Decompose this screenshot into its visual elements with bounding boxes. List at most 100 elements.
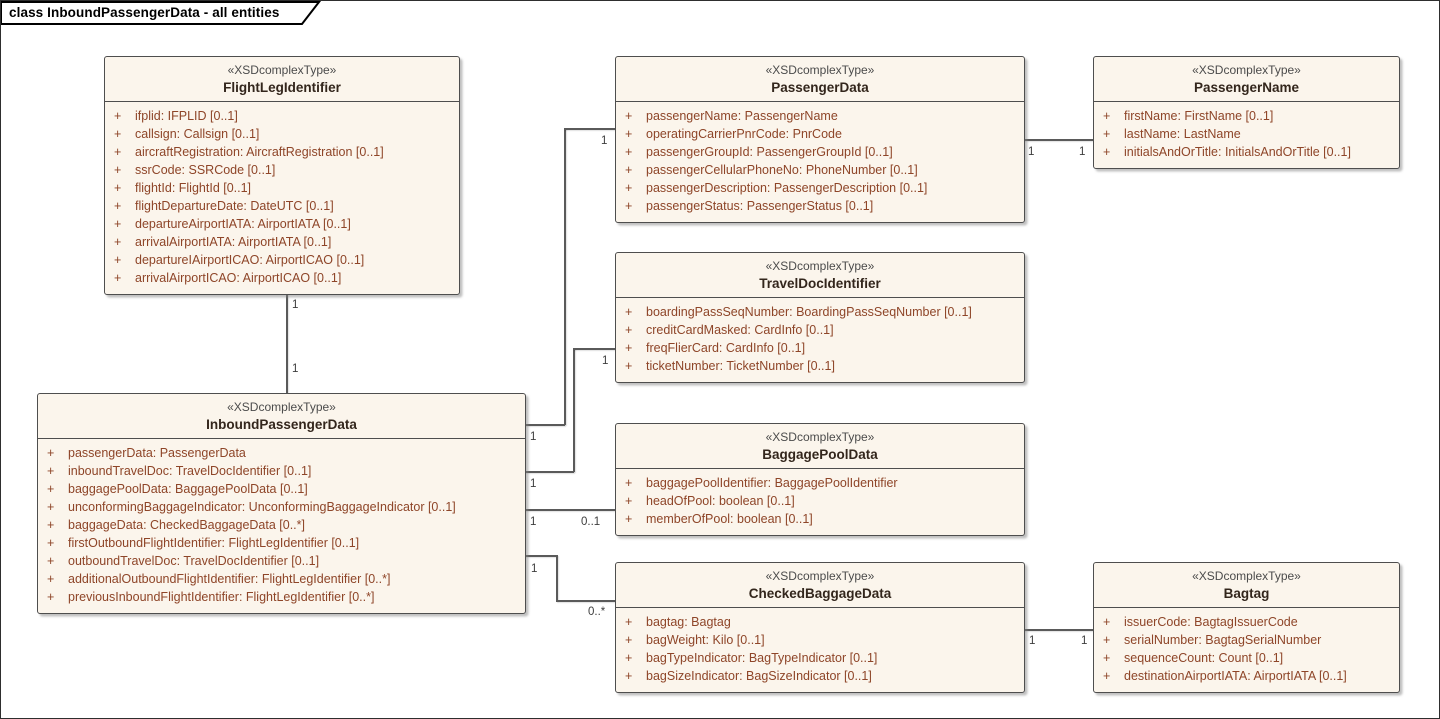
class-name: PassengerData (771, 80, 869, 95)
class-header: «XSDcomplexType» PassengerName (1094, 57, 1399, 102)
attribute-signature: ssrCode: SSRCode [0..1] (135, 163, 276, 177)
visibility-marker: + (114, 253, 122, 267)
attribute-row: + freqFlierCard: CardInfo [0..1] (625, 339, 1018, 357)
visibility-marker: + (1103, 651, 1111, 665)
multiplicity-label: 1 (601, 135, 608, 147)
visibility-marker: + (625, 651, 633, 665)
attribute-signature: issuerCode: BagtagIssuerCode (1124, 615, 1298, 629)
multiplicity-label: 1 (530, 516, 537, 528)
attribute-list: +firstName: FirstName [0..1]+lastName: L… (1094, 102, 1399, 168)
visibility-marker: + (47, 446, 55, 460)
connector-inbound-traveldoc[interactable] (524, 471, 574, 473)
attribute-signature: ticketNumber: TicketNumber [0..1] (646, 359, 835, 373)
attribute-signature: baggagePoolData: BaggagePoolData [0..1] (68, 482, 308, 496)
visibility-marker: + (47, 590, 55, 604)
attribute-signature: freqFlierCard: CardInfo [0..1] (646, 341, 806, 355)
attribute-list: + baggagePoolIdentifier: BaggagePoolIdent… (616, 469, 1024, 535)
visibility-marker: + (114, 145, 122, 159)
attribute-list: +ifplid: IFPLID [0..1]+callsign: Callsig… (105, 102, 459, 294)
attribute-list: +bagtag: Bagtag+bagWeight: Kilo [0..1]+b… (616, 608, 1024, 692)
connector-inbound-baggagepool[interactable] (524, 509, 617, 511)
visibility-marker: + (625, 127, 633, 141)
attribute-row: +ssrCode: SSRCode [0..1] (114, 161, 453, 179)
connector-inbound-traveldoc[interactable] (573, 348, 575, 472)
attribute-row: +firstOutboundFlightIdentifier: FlightLe… (47, 534, 519, 552)
visibility-marker: + (625, 145, 633, 159)
class-box-passengerdata[interactable]: «XSDcomplexType» PassengerData +passenge… (615, 56, 1025, 223)
attribute-signature: initialsAndOrTitle: InitialsAndOrTitle [… (1124, 145, 1351, 159)
attribute-signature: lastName: LastName (1124, 127, 1241, 141)
attribute-row: +destinationAirportIATA: AirportIATA [0.… (1103, 667, 1393, 685)
attribute-row: +firstName: FirstName [0..1] (1103, 107, 1393, 125)
attribute-row: + flightDepartureDate: DateUTC [0..1] (114, 197, 453, 215)
attribute-signature: flightDepartureDate: DateUTC [0..1] (135, 199, 334, 213)
attribute-row: + headOfPool: boolean [0..1] (625, 492, 1018, 510)
visibility-marker: + (47, 554, 55, 568)
multiplicity-label: 1 (1079, 146, 1086, 158)
attribute-signature: bagWeight: Kilo [0..1] (646, 633, 765, 647)
attribute-signature: headOfPool: boolean [0..1] (646, 494, 795, 508)
attribute-signature: unconformingBaggageIndicator: Unconformi… (68, 500, 456, 514)
visibility-marker: + (625, 323, 633, 337)
attribute-row: +baggageData: CheckedBaggageData [0..*] (47, 516, 519, 534)
class-header: «XSDcomplexType» CheckedBaggageData (616, 563, 1024, 608)
class-box-baggagepooldata[interactable]: «XSDcomplexType» BaggagePoolData +baggag… (615, 423, 1025, 536)
attribute-row: +callsign: Callsign [0..1] (114, 125, 453, 143)
connector-inbound-checkedbaggage[interactable] (556, 600, 617, 602)
visibility-marker: + (47, 464, 55, 478)
connector-inbound-checkedbaggage[interactable] (524, 555, 557, 557)
multiplicity-label: 1 (1029, 635, 1036, 647)
connector-inbound-traveldoc[interactable] (573, 348, 617, 350)
connector-inbound-passengerdata[interactable] (564, 128, 617, 130)
connector-inbound-passengerdata[interactable] (524, 424, 565, 426)
diagram-title: class InboundPassengerData - all entitie… (9, 5, 280, 20)
class-box-flightlegidentifier[interactable]: «XSDcomplexType» FlightLegIdentifier +if… (104, 56, 460, 295)
attribute-signature: passengerStatus: PassengerStatus [0..1] (646, 199, 874, 213)
attribute-signature: serialNumber: BagtagSerialNumber (1124, 633, 1322, 647)
visibility-marker: + (625, 305, 633, 319)
attribute-signature: previousInboundFlightIdentifier: FlightL… (68, 590, 375, 604)
class-box-inboundpassengerdata[interactable]: «XSDcomplexType» InboundPassengerData +p… (37, 393, 526, 614)
multiplicity-label: 1 (531, 563, 538, 575)
class-box-bagtag[interactable]: «XSDcomplexType» Bagtag +issuerCode: Bag… (1093, 562, 1400, 693)
multiplicity-label: 1 (530, 478, 537, 490)
connector-passengerdata-passengername[interactable] (1023, 139, 1093, 141)
class-box-traveldocidentifier[interactable]: «XSDcomplexType» TravelDocIdentifier +bo… (615, 252, 1025, 383)
attribute-signature: sequenceCount: Count [0..1] (1124, 651, 1284, 665)
visibility-marker: + (625, 512, 633, 526)
attribute-list: +passengerData: PassengerData+inboundTra… (38, 439, 525, 613)
visibility-marker: + (625, 109, 633, 123)
visibility-marker: + (625, 669, 633, 683)
attribute-signature: flightId: FlightId [0..1] (135, 181, 252, 195)
stereotype-label: «XSDcomplexType» (765, 63, 875, 77)
attribute-row: +issuerCode: BagtagIssuerCode (1103, 613, 1393, 631)
visibility-marker: + (625, 476, 633, 490)
connector-checkedbaggage-bagtag[interactable] (1023, 629, 1093, 631)
connector-flightleg-inbound[interactable] (286, 287, 288, 395)
visibility-marker: + (114, 199, 122, 213)
visibility-marker: + (114, 271, 122, 285)
visibility-marker: + (625, 341, 633, 355)
stereotype-label: «XSDcomplexType» (227, 63, 337, 77)
multiplicity-label: 1 (1081, 635, 1088, 647)
multiplicity-label: 1 (1028, 146, 1035, 158)
attribute-list: +passengerName: PassengerName+operatingC… (616, 102, 1024, 222)
visibility-marker: + (114, 127, 122, 141)
visibility-marker: + (625, 494, 633, 508)
connector-inbound-checkedbaggage[interactable] (556, 555, 558, 601)
attribute-row: + creditCardMasked: CardInfo [0..1] (625, 321, 1018, 339)
visibility-marker: + (114, 109, 122, 123)
multiplicity-label: 0..1 (581, 516, 601, 528)
stereotype-label: «XSDcomplexType» (1192, 63, 1301, 77)
visibility-marker: + (625, 359, 633, 373)
attribute-row: +passengerCellularPhoneNo: PhoneNumber [… (625, 161, 1018, 179)
connector-inbound-passengerdata[interactable] (564, 128, 566, 425)
attribute-signature: baggagePoolIdentifier: BaggagePoolIdenti… (646, 476, 898, 490)
class-header: «XSDcomplexType» FlightLegIdentifier (105, 57, 459, 102)
visibility-marker: + (625, 633, 633, 647)
attribute-row: +departureAirportIATA: AirportIATA [0..1… (114, 215, 453, 233)
class-box-checkedbaggagedata[interactable]: «XSDcomplexType» CheckedBaggageData + bag… (615, 562, 1025, 693)
title-tab-shape (1, 1, 322, 25)
class-box-passengername[interactable]: «XSDcomplexType» PassengerName +firstNam… (1093, 56, 1400, 169)
attribute-signature: creditCardMasked: CardInfo [0..1] (646, 323, 834, 337)
